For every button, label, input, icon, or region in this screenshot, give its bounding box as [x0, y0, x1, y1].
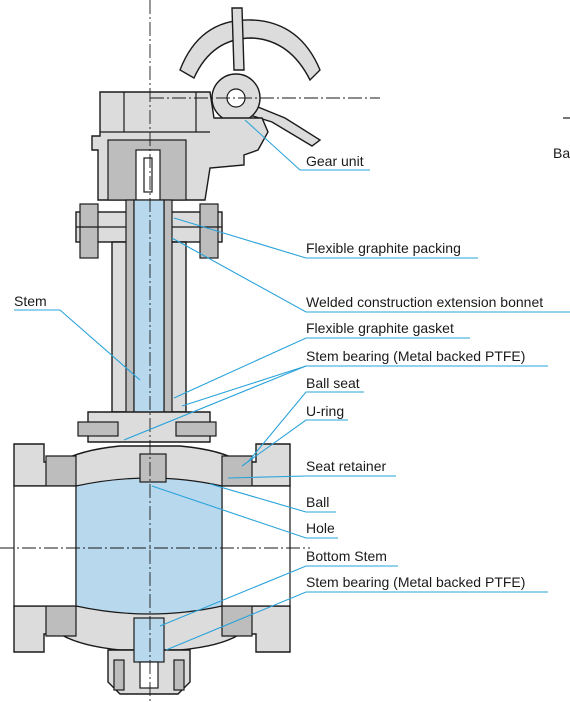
ball — [75, 477, 223, 615]
bottom-trunnion — [107, 617, 191, 695]
bonnet-lower-flange — [77, 411, 217, 443]
stem — [133, 199, 165, 421]
leader-lines — [14, 119, 570, 651]
label-hole: Hole — [306, 520, 335, 536]
label-flexible-graphite-packing: Flexible graphite packing — [306, 240, 461, 256]
label-stem-bearing-top: Stem bearing (Metal backed PTFE) — [306, 348, 525, 364]
label-ball-seat: Ball seat — [306, 375, 360, 391]
label-bottom-stem: Bottom Stem — [306, 548, 387, 564]
center-lines — [0, 0, 380, 702]
label-ball: Ball — [306, 494, 329, 510]
label-extension-bonnet: Welded construction extension bonnet — [306, 294, 543, 310]
label-flexible-graphite-gasket: Flexible graphite gasket — [306, 320, 454, 336]
extension-bonnet — [111, 199, 187, 421]
label-gear-unit: Gear unit — [306, 153, 364, 169]
label-seat-retainer: Seat retainer — [306, 458, 386, 474]
label-stem-bearing-bottom: Stem bearing (Metal backed PTFE) — [306, 574, 525, 590]
gear-housing — [91, 91, 269, 201]
label-u-ring: U-ring — [306, 403, 344, 419]
label-stem: Stem — [14, 293, 47, 309]
ball-hole — [139, 453, 167, 483]
callout-labels: Gear unit Flexible graphite packing Stem… — [14, 145, 570, 590]
label-cut-off-text: Ba — [553, 145, 570, 161]
